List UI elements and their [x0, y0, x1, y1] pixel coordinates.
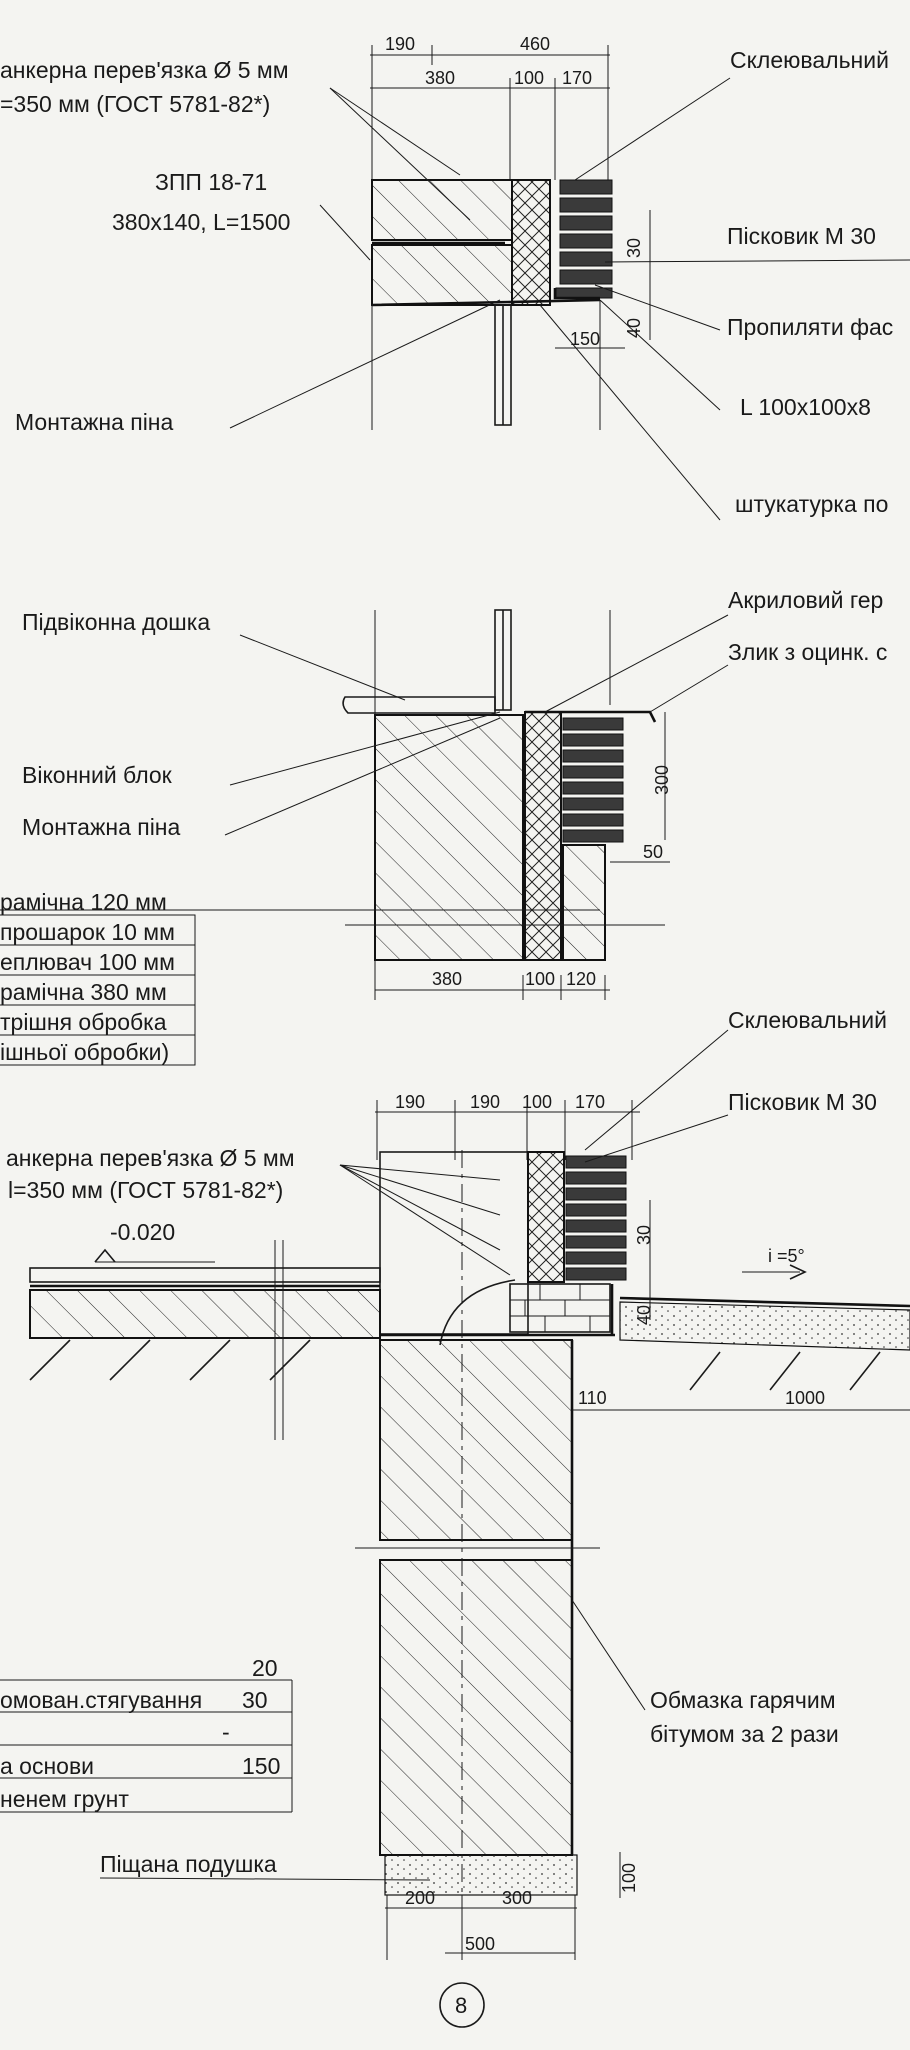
mid-dim-380: 380 — [432, 969, 462, 989]
top-lintel-label-1: ЗПП 18-71 — [155, 169, 267, 195]
bottom-table-row-5: ненем грунт — [0, 1786, 129, 1812]
bottom-plinth — [379, 1151, 529, 1335]
bottom-dim-100v: 100 — [619, 1863, 639, 1893]
top-dim-460: 460 — [520, 34, 550, 54]
bottom-dim-190b: 190 — [470, 1092, 500, 1112]
mid-window-label: Віконний блок — [22, 762, 173, 788]
bottom-blind-area — [619, 1301, 910, 1351]
bottom-dim-190a: 190 — [395, 1092, 425, 1112]
bottom-table-value-1: 20 — [252, 1655, 278, 1681]
page-number: 8 — [455, 1993, 467, 2018]
mid-sill-label: Підвіконна дошка — [22, 609, 210, 635]
bottom-table-value-3: - — [222, 1719, 230, 1745]
bottom-insulation — [527, 1151, 565, 1283]
bottom-brick-base — [509, 1283, 611, 1333]
mid-dim-100: 100 — [525, 969, 555, 989]
bottom-anchor-label-2: l=350 мм (ГОСТ 5781-82*) — [8, 1177, 283, 1203]
top-lintel-upper — [371, 179, 513, 241]
top-dim-190: 190 — [385, 34, 415, 54]
bottom-dim-300: 300 — [502, 1888, 532, 1908]
mid-table-row-2: прошарок 10 мм — [0, 919, 175, 945]
bottom-sandstone-label: Пісковик М 30 — [728, 1089, 877, 1115]
top-angle-label: L 100х100х8 — [740, 394, 871, 420]
top-anchor-label-2: =350 мм (ГОСТ 5781-82*) — [0, 91, 270, 117]
bottom-dim-110: 110 — [578, 1388, 607, 1408]
top-brick-facing — [555, 179, 613, 299]
mid-insulation — [524, 711, 562, 961]
bottom-table-value-2: 30 — [242, 1687, 268, 1713]
top-lintel-label-2: 380х140, L=1500 — [112, 209, 290, 235]
top-propil-label: Пропиляти фас — [727, 314, 893, 340]
bottom-dim-170: 170 — [575, 1092, 605, 1112]
bottom-ground-right — [689, 1351, 881, 1391]
top-anchor-label-1: анкерна перев'язка Ø 5 мм — [0, 57, 289, 83]
bottom-anchor-label-1: анкерна перев'язка Ø 5 мм — [6, 1145, 295, 1171]
top-dim-380: 380 — [425, 68, 455, 88]
top-dim-30: 30 — [624, 238, 644, 258]
bottom-dim-100: 100 — [522, 1092, 552, 1112]
mid-table-row-6: ішньої обробки) — [0, 1039, 169, 1065]
top-lintel-lower — [371, 244, 513, 306]
top-foam-label: Монтажна піна — [15, 409, 174, 435]
bottom-floor-screed — [29, 1267, 381, 1283]
top-steel-angle — [371, 288, 601, 307]
bottom-dim-200: 200 — [405, 1888, 435, 1908]
bottom-foundation-lower — [379, 1559, 573, 1856]
bottom-layers-table: омован.стягування а основи ненем грунт 2… — [0, 1655, 293, 1813]
bottom-sand-cushion — [384, 1854, 578, 1896]
top-insulation — [511, 179, 551, 306]
bottom-dim-500: 500 — [465, 1934, 495, 1954]
top-glue-label: Склеювальний — [730, 47, 889, 73]
mid-dim-120: 120 — [566, 969, 596, 989]
mid-detail: 300 50 380 100 120 Підвіконна дошка Віко… — [0, 587, 887, 1066]
bottom-bitumen-label-1: Обмазка гарячим — [650, 1687, 836, 1713]
mid-table-row-3: еплювач 100 мм — [0, 949, 175, 975]
bottom-cushion-label: Піщана подушка — [100, 1851, 277, 1877]
bottom-table-row-4: а основи — [0, 1753, 94, 1779]
mid-brick-facing — [562, 717, 624, 843]
mid-dim-50: 50 — [643, 842, 663, 862]
mid-table-row-4: рамічна 380 мм — [0, 979, 167, 1005]
bottom-level-label: -0.020 — [110, 1219, 175, 1245]
top-dim-40: 40 — [624, 318, 644, 338]
mid-dim-300: 300 — [652, 765, 672, 795]
top-dim-100: 100 — [514, 68, 544, 88]
bottom-bitumen-label-2: бітумом за 2 рази — [650, 1721, 839, 1747]
bottom-floor-slab — [29, 1289, 381, 1339]
page-number-circle — [439, 1982, 485, 2028]
mid-sill-board — [342, 696, 496, 714]
bottom-dim-1000: 1000 — [785, 1388, 825, 1408]
top-dim-170: 170 — [562, 68, 592, 88]
bottom-ground-left — [29, 1339, 311, 1381]
mid-foam-label: Монтажна піна — [22, 814, 181, 840]
bottom-table-row-2: омован.стягування — [0, 1687, 202, 1713]
top-dim-150: 150 — [570, 329, 600, 349]
bottom-slope-label: i =5° — [768, 1246, 805, 1266]
bottom-table-value-4: 150 — [242, 1753, 280, 1779]
top-sandstone-label: Пісковик М 30 — [727, 223, 876, 249]
top-plaster-label: штукатурка по — [735, 491, 888, 517]
mid-layers-table: рамічна 120 мм прошарок 10 мм еплювач 10… — [0, 889, 200, 1066]
bottom-dim-40: 40 — [634, 1305, 654, 1325]
top-detail: 190 460 380 100 170 30 40 150 — [0, 34, 910, 521]
bottom-dimensions: 190 190 100 170 — [375, 1092, 640, 1160]
bottom-brick-facing — [565, 1155, 627, 1281]
bottom-dim-30: 30 — [634, 1225, 654, 1245]
bottom-glue-label: Склеювальний — [728, 1007, 887, 1033]
top-dimensions: 190 460 380 100 170 — [370, 34, 610, 180]
bottom-detail: 190 190 100 170 — [0, 1007, 910, 2028]
mid-table-row-5: трішня обробка — [0, 1009, 167, 1035]
bottom-foundation-upper — [379, 1339, 573, 1541]
mid-acryl-label: Акриловий гер — [728, 587, 883, 613]
mid-table-row-1: рамічна 120 мм — [0, 889, 167, 915]
mid-drip-label: Злик з оцинк. с — [728, 639, 887, 665]
mid-wall — [374, 714, 524, 961]
